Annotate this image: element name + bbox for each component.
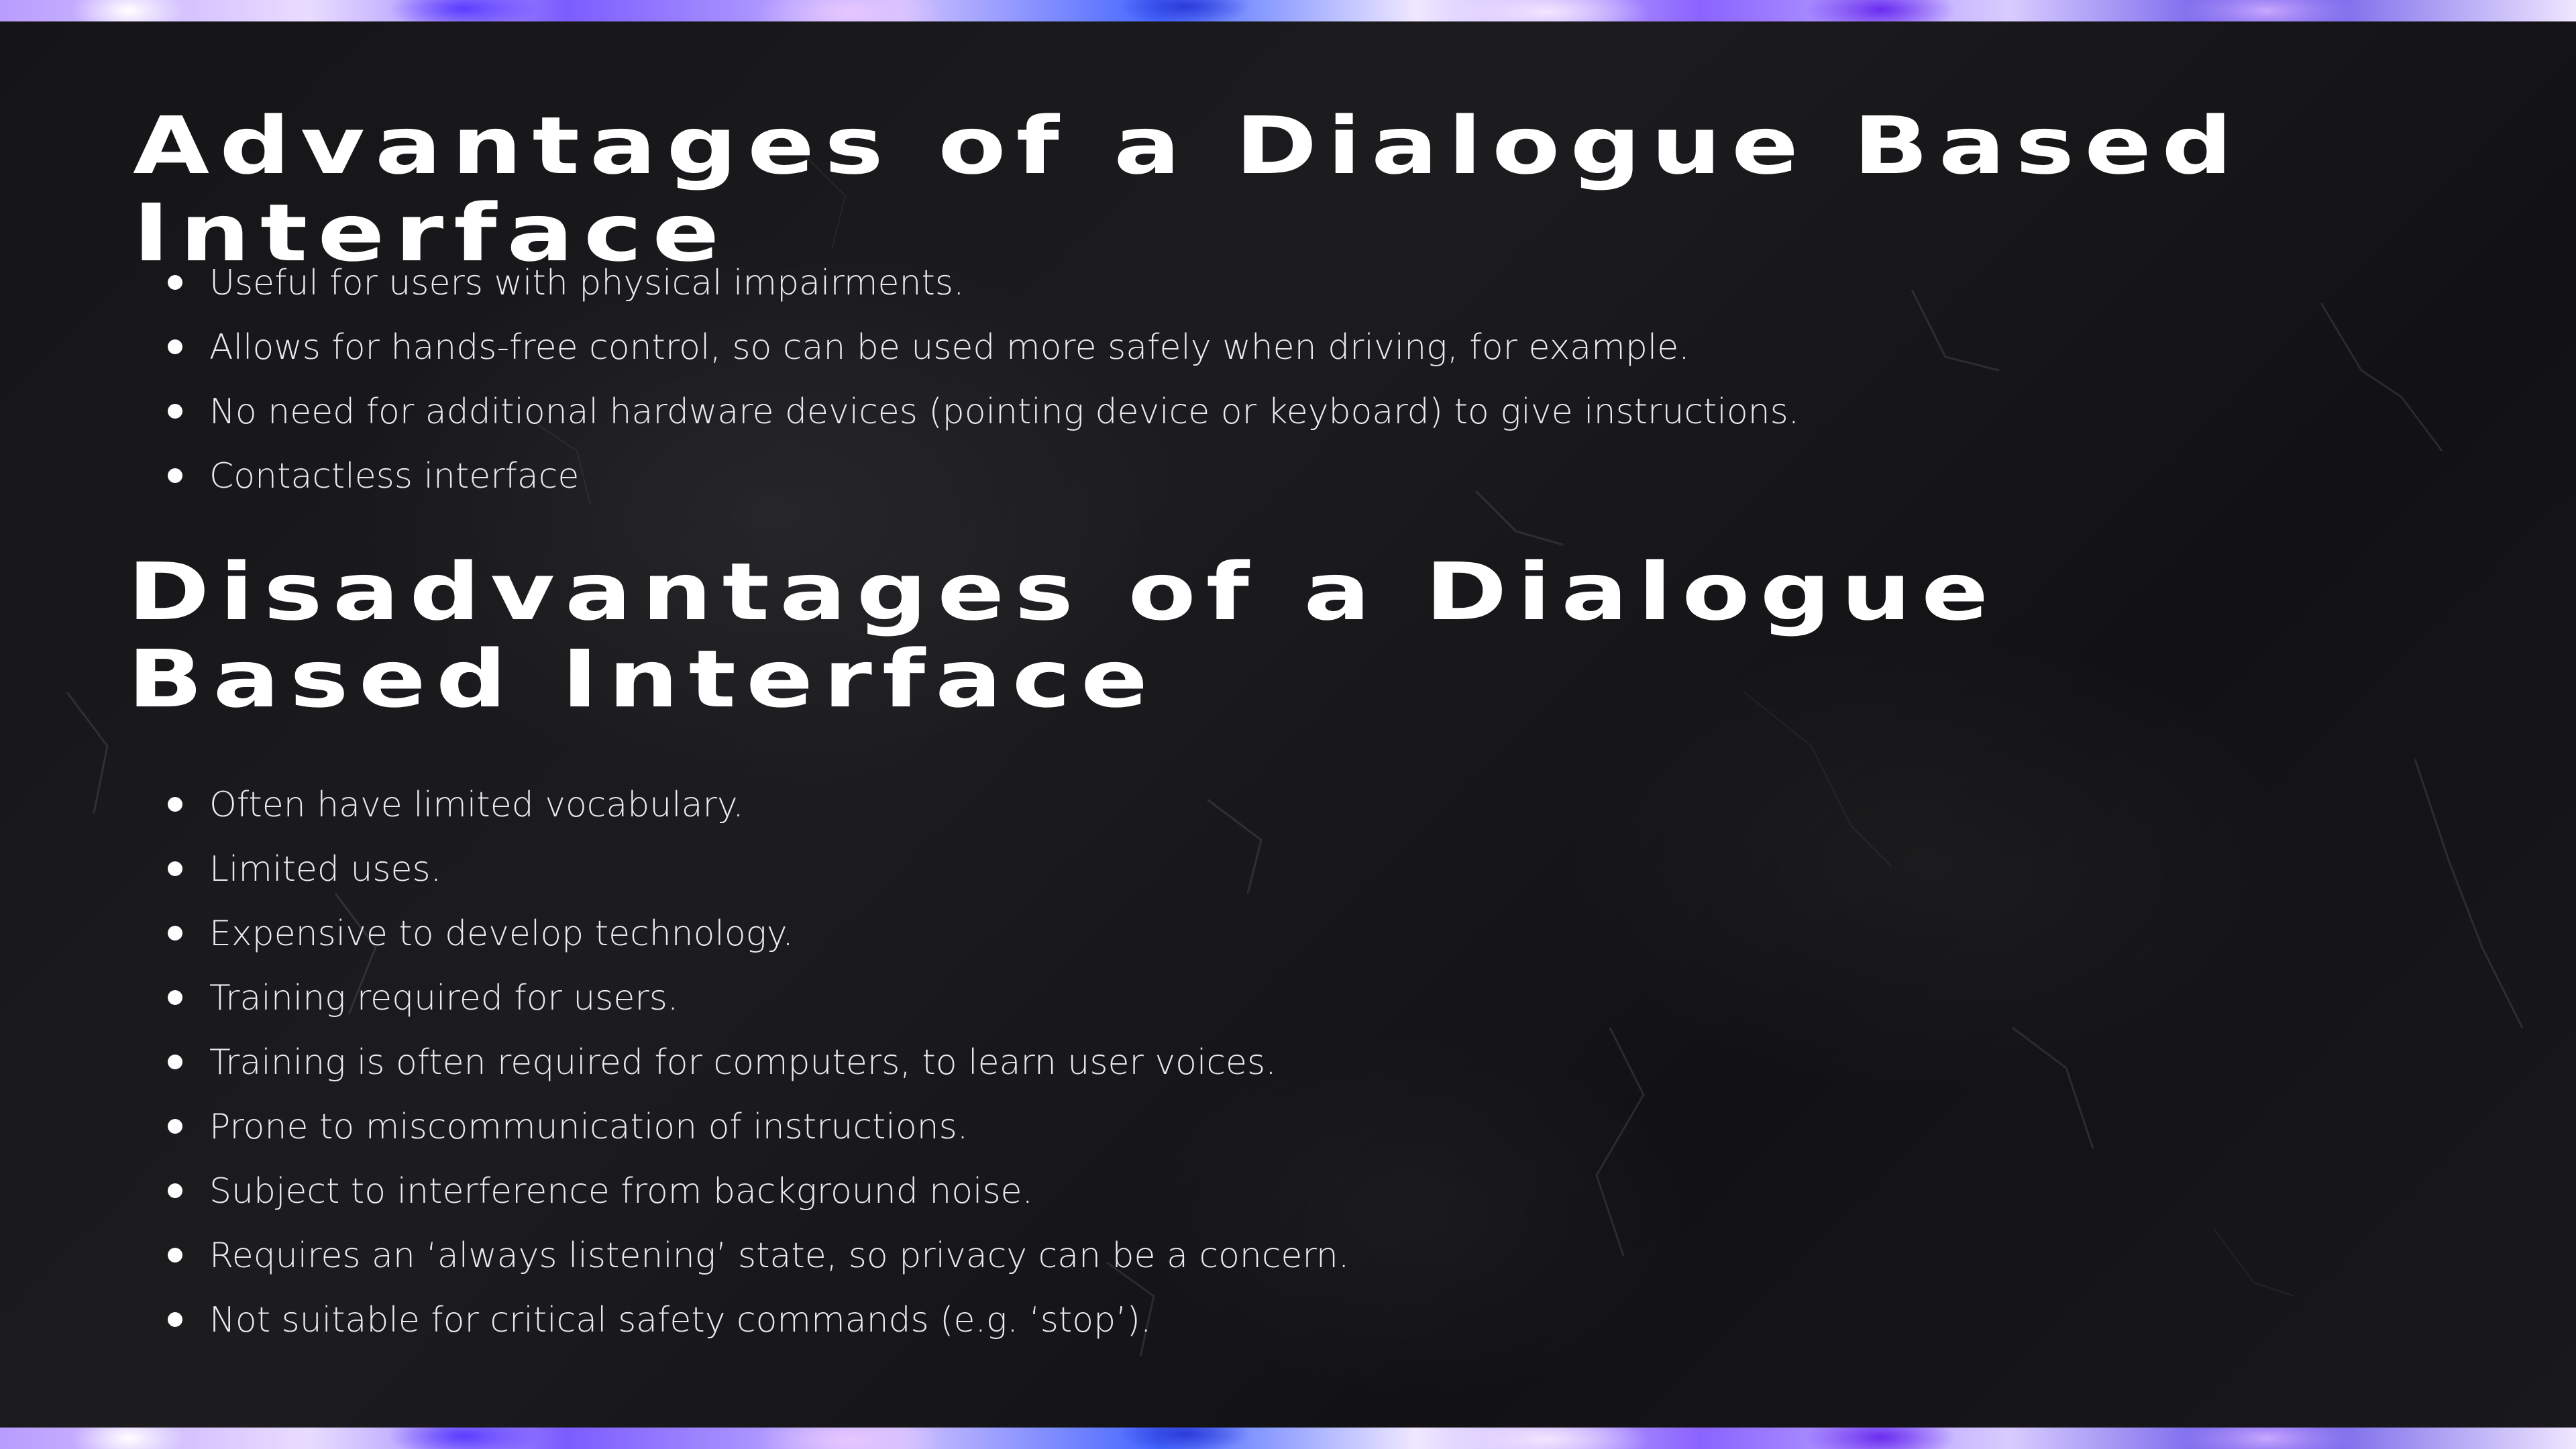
list-item-text: Not suitable for critical safety command…: [209, 1300, 1152, 1340]
bullet-icon: [168, 468, 182, 483]
bullet-icon: [168, 404, 182, 419]
list-item-text: Training required for users.: [209, 978, 679, 1018]
bullet-icon: [168, 275, 182, 290]
decorative-top-border: [0, 0, 2576, 21]
list-item: Contactless interface: [168, 444, 1799, 508]
list-item-text: Useful for users with physical impairmen…: [209, 263, 965, 303]
list-item-text: Prone to miscommunication of instruction…: [209, 1107, 969, 1147]
bullet-icon: [168, 990, 182, 1005]
list-item-text: Requires an ‘always listening’ state, so…: [209, 1236, 1350, 1276]
list-item: Training is often required for computers…: [168, 1030, 1349, 1095]
list-item: Prone to miscommunication of instruction…: [168, 1095, 1349, 1159]
list-item: Useful for users with physical impairmen…: [168, 251, 1799, 315]
advantages-heading: Advantages of a Dialogue Based Interface: [133, 99, 2243, 279]
bullet-icon: [168, 339, 182, 354]
bullet-icon: [168, 1312, 182, 1327]
bullet-icon: [168, 797, 182, 812]
bullet-icon: [168, 926, 182, 941]
list-item: Training required for users.: [168, 966, 1349, 1030]
list-item-text: Expensive to develop technology.: [209, 914, 794, 954]
list-item: Often have limited vocabulary.: [168, 773, 1349, 837]
list-item-text: Training is often required for computers…: [209, 1042, 1277, 1083]
bullet-icon: [168, 1183, 182, 1198]
list-item-text: Subject to interference from background …: [209, 1171, 1034, 1212]
list-item-text: Often have limited vocabulary.: [209, 785, 744, 825]
disadvantages-heading: Disadvantages of a Dialogue Based Interf…: [127, 545, 1999, 725]
list-item-text: Limited uses.: [209, 849, 442, 890]
list-item: Not suitable for critical safety command…: [168, 1288, 1349, 1352]
bullet-icon: [168, 1248, 182, 1263]
list-item: Limited uses.: [168, 837, 1349, 902]
list-item: Allows for hands-free control, so can be…: [168, 315, 1799, 380]
disadvantages-list: Often have limited vocabulary. Limited u…: [168, 773, 1349, 1352]
bullet-icon: [168, 1055, 182, 1069]
advantages-list: Useful for users with physical impairmen…: [168, 251, 1799, 508]
list-item: Expensive to develop technology.: [168, 902, 1349, 966]
list-item: No need for additional hardware devices …: [168, 380, 1799, 444]
list-item-text: Allows for hands-free control, so can be…: [209, 327, 1690, 368]
list-item: Requires an ‘always listening’ state, so…: [168, 1224, 1349, 1288]
bullet-icon: [168, 861, 182, 876]
paper-texture: [66, 155, 2524, 1357]
bullet-icon: [168, 1119, 182, 1134]
decorative-bottom-border: [0, 1428, 2576, 1449]
slide-panel: Advantages of a Dialogue Based Interface…: [0, 21, 2576, 1428]
list-item-text: Contactless interface: [209, 456, 580, 496]
list-item-text: No need for additional hardware devices …: [209, 392, 1800, 432]
list-item: Subject to interference from background …: [168, 1159, 1349, 1224]
